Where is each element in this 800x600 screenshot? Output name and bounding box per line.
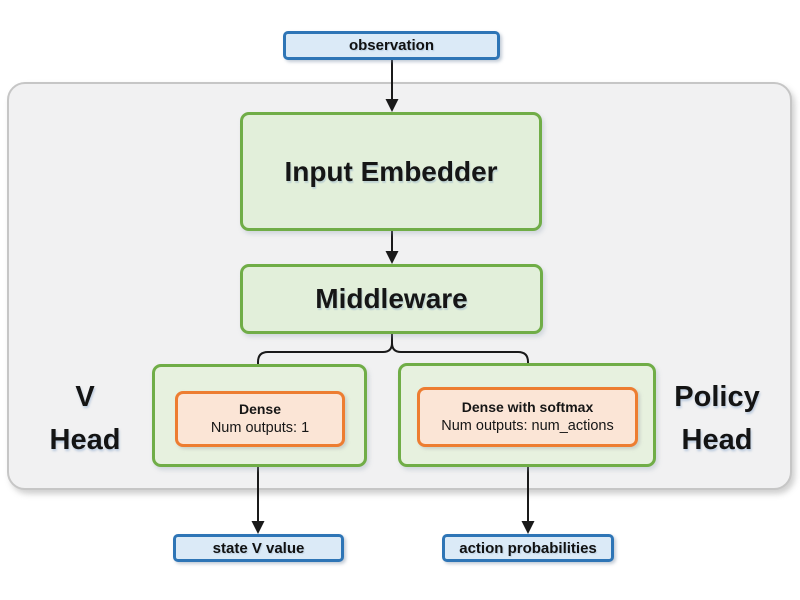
middleware-node: Middleware <box>240 264 543 334</box>
observation-label: observation <box>348 37 435 54</box>
v-head-label: V Head <box>28 376 142 462</box>
policy-head-dense-title: Dense with softmax <box>461 399 594 415</box>
v-head-label-line1: V <box>75 381 95 413</box>
action-probabilities-node: action probabilities <box>442 534 614 562</box>
policy-head-label-line2: Head <box>681 424 753 456</box>
v-head-dense-title: Dense <box>238 401 282 417</box>
middleware-label: Middleware <box>315 283 468 314</box>
policy-head-dense-subtitle: Num outputs: num_actions <box>441 418 614 434</box>
input-embedder-node: Input Embedder <box>240 112 542 231</box>
v-head-dense-subtitle: Num outputs: 1 <box>210 420 310 436</box>
policy-head-label: Policy Head <box>658 376 776 462</box>
action-probabilities-label: action probabilities <box>459 539 597 557</box>
observation-node: observation <box>283 31 500 60</box>
input-embedder-label: Input Embedder <box>284 155 498 187</box>
state-v-value-label: state V value <box>212 539 305 557</box>
policy-head-dense-node: Dense with softmax Num outputs: num_acti… <box>417 387 638 447</box>
v-head-dense-node: Dense Num outputs: 1 <box>175 391 345 447</box>
policy-head-label-line1: Policy <box>674 381 760 413</box>
state-v-value-node: state V value <box>173 534 344 562</box>
v-head-label-line2: Head <box>49 424 121 456</box>
